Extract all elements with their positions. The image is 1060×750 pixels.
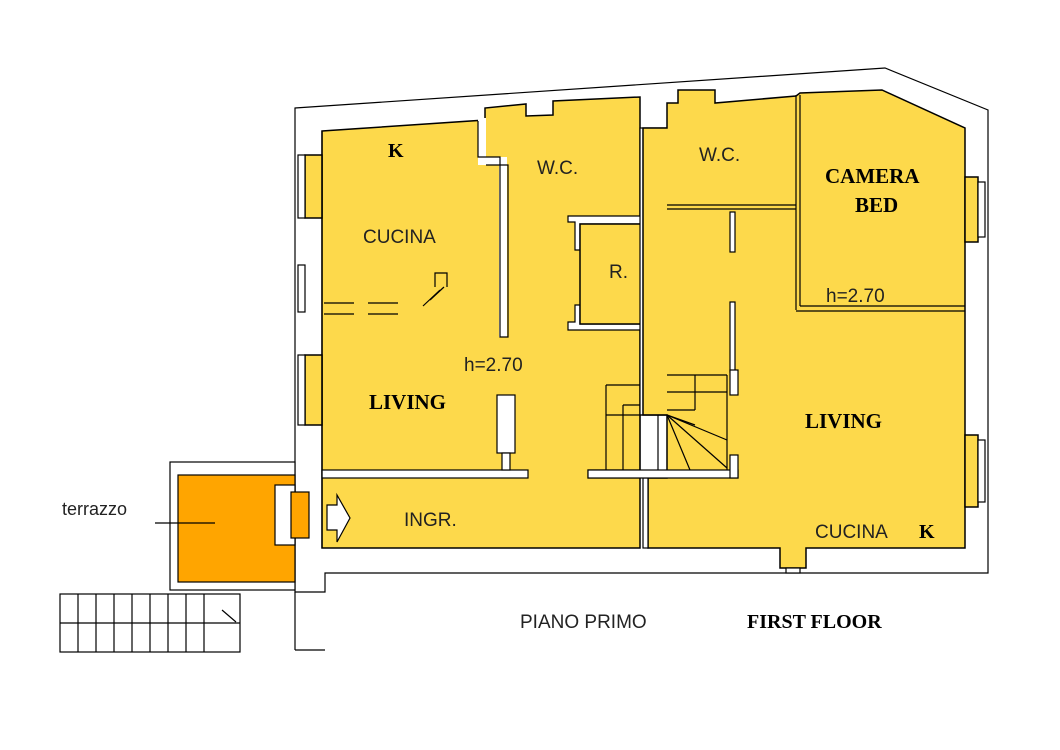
wall [478, 118, 507, 337]
ingresso-label: INGR. [404, 510, 457, 531]
cucina-left-label: CUCINA [363, 227, 436, 248]
kitchen-counter-lines [324, 272, 448, 315]
caption-italian: PIANO PRIMO [520, 612, 647, 633]
terrazzo-label: terrazzo [62, 499, 127, 519]
wc-right-label: W.C. [699, 145, 740, 166]
living-right-label: LIVING [805, 409, 882, 433]
k-left-label: K [388, 140, 404, 162]
height-right-label: h=2.70 [826, 286, 885, 307]
camera-label: CAMERA [825, 164, 920, 188]
entrance-arrow-icon [326, 492, 351, 543]
k-right-label: K [919, 521, 935, 543]
staircase [587, 369, 739, 479]
pillar [496, 394, 516, 454]
external-stairs [59, 593, 241, 653]
left-unit-floor [321, 96, 641, 549]
cucina-right-label: CUCINA [815, 522, 888, 543]
living-left-label: LIVING [369, 390, 446, 414]
wc-left-label: W.C. [537, 158, 578, 179]
right-unit-floor [642, 89, 966, 569]
r-label: R. [609, 262, 628, 283]
bed-label: BED [855, 193, 898, 217]
caption-english: FIRST FLOOR [747, 611, 882, 633]
windows [297, 154, 986, 574]
height-left-label: h=2.70 [464, 355, 523, 376]
